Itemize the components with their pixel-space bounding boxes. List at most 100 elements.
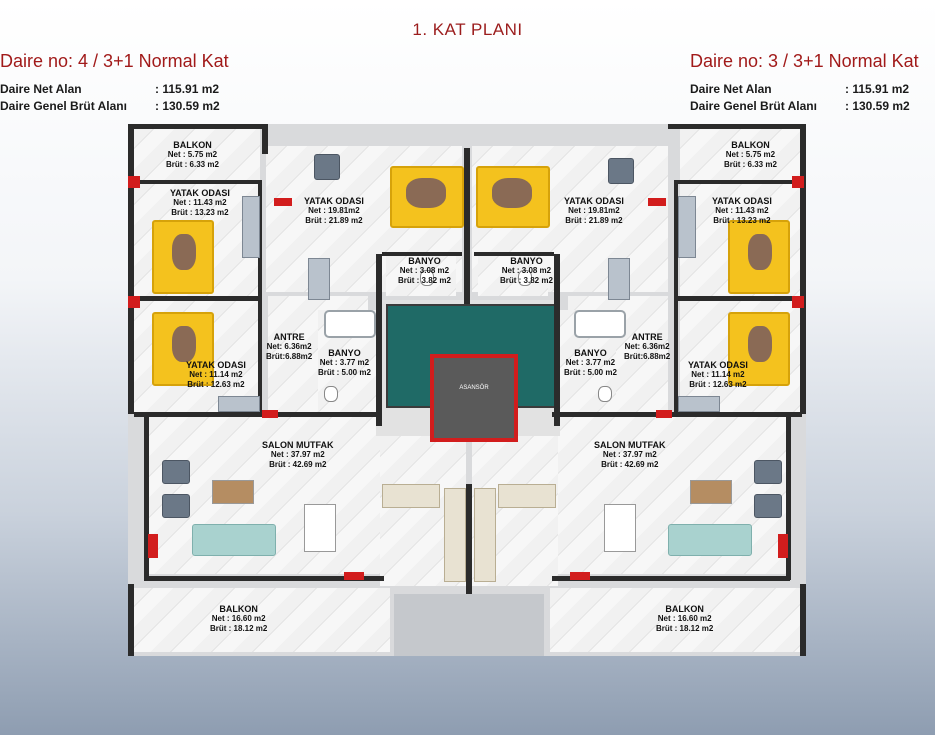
room-name: BALKON xyxy=(219,604,258,614)
left-gross-value: : 130.59 m2 xyxy=(155,99,220,113)
dining-table xyxy=(604,504,636,552)
bed xyxy=(728,220,790,294)
wall xyxy=(800,124,806,414)
room-gross-area: Brüt:6.88m2 xyxy=(624,352,671,361)
room-gross-area: Brüt:6.88m2 xyxy=(266,352,313,361)
room-net-area: Net : 5.75 m2 xyxy=(725,150,776,159)
kitchen-counter xyxy=(498,484,556,508)
right-bathroom-2-label: BANYO Net : 3.77 m2 Brüt : 5.00 m2 xyxy=(564,348,617,378)
right-bedroom-2-label: YATAK ODASI Net : 11.14 m2 Brüt : 12.63 … xyxy=(688,360,748,390)
room-net-area: Net : 3.77 m2 xyxy=(565,358,616,367)
bathtub xyxy=(324,310,376,338)
room-name: BALKON xyxy=(731,140,770,150)
room-gross-area: Brüt : 18.12 m2 xyxy=(656,624,714,633)
room-name: SALON MUTFAK xyxy=(594,440,666,450)
room-name: BALKON xyxy=(173,140,212,150)
room-net-area: Net : 11.14 m2 xyxy=(189,370,243,379)
room-gross-area: Brüt : 21.89 m2 xyxy=(305,216,363,225)
room-gross-area: Brüt : 13.23 m2 xyxy=(171,208,229,217)
right-gross-label: Daire Genel Brüt Alanı xyxy=(690,99,817,113)
window-marker xyxy=(648,198,666,206)
armchair xyxy=(162,494,190,518)
room-net-area: Net : 16.60 m2 xyxy=(211,614,266,623)
window-marker xyxy=(570,572,590,580)
wall xyxy=(474,252,554,256)
wall xyxy=(674,180,678,412)
wall xyxy=(132,180,260,184)
kitchen-counter xyxy=(382,484,440,508)
wall xyxy=(552,576,790,581)
right-net-label: Daire Net Alan xyxy=(690,82,772,96)
room-name: BANYO xyxy=(328,348,361,358)
window-marker xyxy=(128,296,140,308)
kitchen-counter xyxy=(444,488,466,582)
wall xyxy=(382,252,462,256)
coffee-table xyxy=(690,480,732,504)
wardrobe xyxy=(218,396,260,412)
room-net-area: Net: 6.36m2 xyxy=(624,342,670,351)
window-marker xyxy=(128,176,140,188)
room-net-area: Net : 11.14 m2 xyxy=(691,370,745,379)
left-unit-info: Daire Net Alan: 115.91 m2 Daire Genel Br… xyxy=(0,82,220,116)
room-name: BANYO xyxy=(408,256,441,266)
wall xyxy=(674,180,802,184)
room-name: BANYO xyxy=(510,256,543,266)
right-bathroom-1 xyxy=(478,256,548,296)
wall xyxy=(674,296,802,301)
room-net-area: Net : 37.97 m2 xyxy=(270,450,325,459)
room-name: ANTRE xyxy=(631,332,663,342)
room-gross-area: Brüt : 18.12 m2 xyxy=(210,624,268,633)
wall xyxy=(128,584,134,656)
kitchen-counter xyxy=(474,488,496,582)
wall xyxy=(552,412,802,417)
left-bedroom-1-label: YATAK ODASI Net : 11.43 m2 Brüt : 13.23 … xyxy=(170,188,230,218)
page-title: 1. KAT PLANI xyxy=(412,20,523,39)
right-net-value: : 115.91 m2 xyxy=(845,82,910,96)
wall xyxy=(554,254,560,426)
coffee-table xyxy=(212,480,254,504)
toilet xyxy=(598,386,612,402)
room-name: YATAK ODASI xyxy=(186,360,246,370)
bed xyxy=(728,312,790,386)
room-name: BANYO xyxy=(574,348,607,358)
wardrobe xyxy=(308,258,330,300)
right-master-bedroom-label: YATAK ODASI Net : 19.81m2 Brüt : 21.89 m… xyxy=(564,196,624,226)
room-net-area: Net : 3.77 m2 xyxy=(319,358,370,367)
left-net-label: Daire Net Alan xyxy=(0,82,82,96)
wall xyxy=(134,412,382,417)
window-marker xyxy=(656,410,672,418)
entrance-gap xyxy=(394,594,544,656)
room-net-area: Net : 5.75 m2 xyxy=(167,150,218,159)
room-gross-area: Brüt : 12.63 m2 xyxy=(689,380,747,389)
wall xyxy=(466,484,472,594)
room-net-area: Net : 3.08 m2 xyxy=(501,266,552,275)
toilet xyxy=(518,270,532,286)
wall xyxy=(128,124,268,129)
room-gross-area: Brüt : 42.69 m2 xyxy=(269,460,327,469)
window-marker xyxy=(274,198,292,206)
wall xyxy=(132,296,260,301)
room-net-area: Net: 6.36m2 xyxy=(266,342,312,351)
room-net-area: Net : 19.81m2 xyxy=(568,206,620,215)
left-bedroom-2-label: YATAK ODASI Net : 11.14 m2 Brüt : 12.63 … xyxy=(186,360,246,390)
room-name: YATAK ODASI xyxy=(688,360,748,370)
room-name: SALON MUTFAK xyxy=(262,440,334,450)
bathtub xyxy=(574,310,626,338)
room-name: ANTRE xyxy=(273,332,305,342)
right-gross-value: : 130.59 m2 xyxy=(845,99,910,113)
wall xyxy=(262,124,268,154)
room-gross-area: Brüt : 5.00 m2 xyxy=(564,368,617,377)
window-marker xyxy=(778,534,788,558)
wall xyxy=(800,584,806,656)
right-balcony-top xyxy=(680,128,802,180)
right-unit-heading: Daire no: 3 / 3+1 Normal Kat xyxy=(690,51,919,71)
room-gross-area: Brüt : 5.00 m2 xyxy=(318,368,371,377)
room-net-area: Net : 3.08 m2 xyxy=(399,266,450,275)
wall xyxy=(258,180,262,412)
wardrobe xyxy=(678,396,720,412)
room-gross-area: Brüt : 6.33 m2 xyxy=(724,160,777,169)
room-net-area: Net : 11.43 m2 xyxy=(715,206,769,215)
wardrobe xyxy=(678,196,696,258)
left-master-bedroom-label: YATAK ODASI Net : 19.81m2 Brüt : 21.89 m… xyxy=(304,196,364,226)
room-name: YATAK ODASI xyxy=(304,196,364,206)
